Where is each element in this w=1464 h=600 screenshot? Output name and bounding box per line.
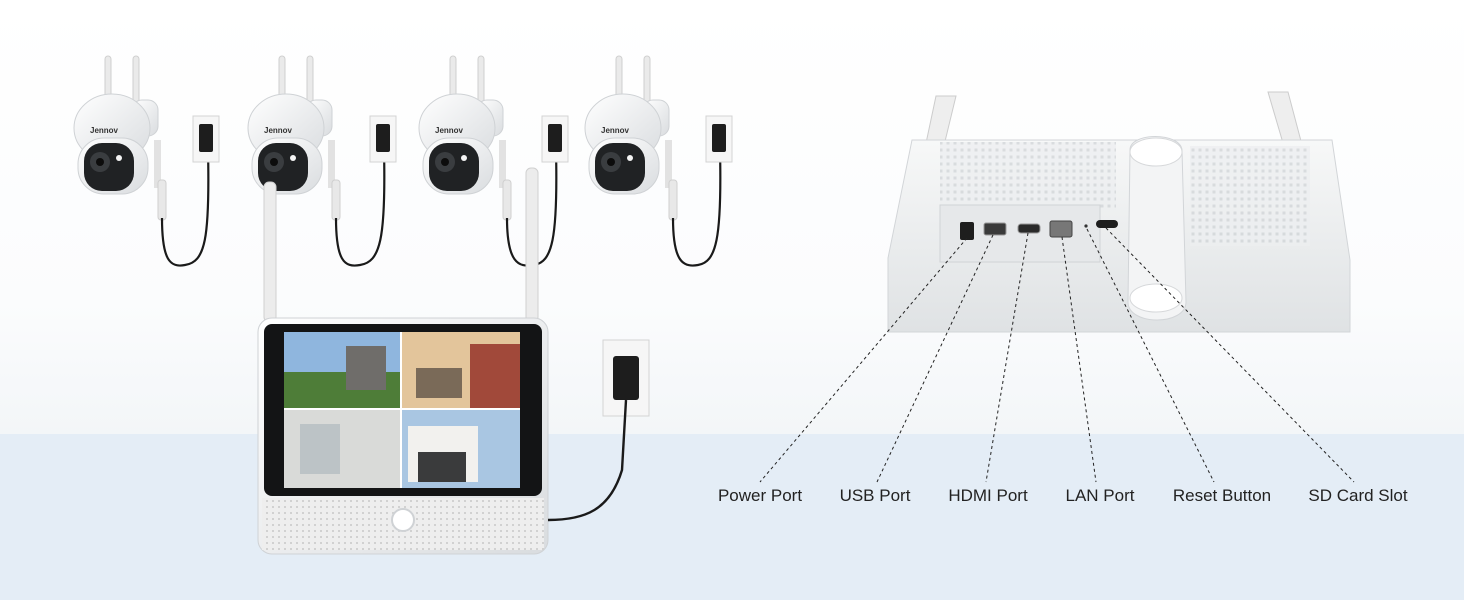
lan-port <box>1049 220 1073 238</box>
camera-3: Jennov <box>418 55 512 221</box>
monitor-power-adapter <box>547 339 650 522</box>
wall-outlets <box>192 115 733 163</box>
hdmi-port <box>1017 223 1041 234</box>
label-hdmi-port: HDMI Port <box>948 486 1028 505</box>
reset-button <box>1084 224 1088 228</box>
svg-text:Jennov: Jennov <box>435 126 464 135</box>
background-bottom-band <box>0 434 1464 600</box>
label-usb-port: USB Port <box>839 486 911 505</box>
nvr-rear-view <box>887 91 1351 333</box>
label-lan-port: LAN Port <box>1065 486 1135 505</box>
camera-4: Jennov <box>584 55 678 221</box>
label-reset-button: Reset Button <box>1172 486 1272 505</box>
label-sd-card-slot: SD Card Slot <box>1308 486 1408 505</box>
sd-card-slot <box>1096 220 1118 228</box>
svg-text:Jennov: Jennov <box>264 126 293 135</box>
label-power-port: Power Port <box>717 486 803 505</box>
port-leader-lines <box>759 227 1355 483</box>
usb-port <box>983 222 1007 236</box>
power-port <box>960 222 974 240</box>
monitor-nvr <box>257 167 549 555</box>
camera-1: Jennov <box>73 55 167 221</box>
camera-logo: Jennov <box>90 126 119 135</box>
svg-text:Jennov: Jennov <box>601 126 630 135</box>
camera-feed-grid <box>284 332 520 488</box>
camera-2: Jennov <box>247 55 341 221</box>
